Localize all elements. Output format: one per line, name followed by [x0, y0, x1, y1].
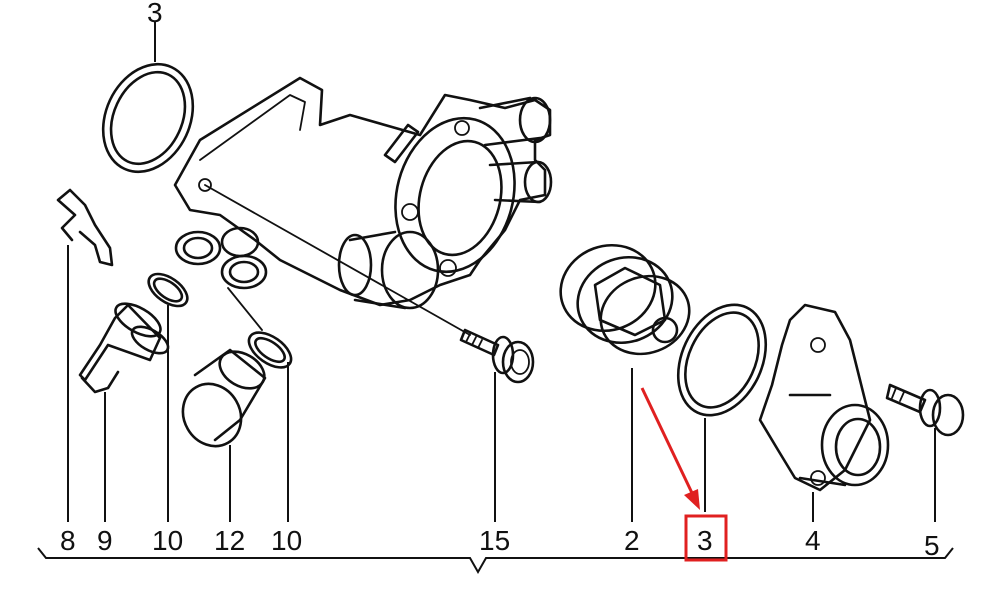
callout-2: 2 [624, 525, 640, 556]
plug-12 [181, 348, 267, 522]
clip-8 [56, 188, 114, 522]
bolt-15 [204, 184, 535, 522]
coolant-housing [173, 76, 553, 310]
o-ring-10-upper [147, 272, 189, 522]
bolt-5 [885, 383, 965, 522]
callout-10-right: 10 [271, 525, 302, 556]
thermostat-2 [559, 243, 691, 522]
o-ring-3 [676, 303, 768, 512]
o-ring-top [101, 22, 195, 174]
callout-12: 12 [214, 525, 245, 556]
callout-9: 9 [97, 525, 113, 556]
outlet-housing-4 [758, 303, 890, 522]
pointer-arrow [640, 387, 700, 510]
callout-15: 15 [479, 525, 510, 556]
callout-top-3: 3 [147, 0, 163, 28]
callout-8: 8 [60, 525, 76, 556]
callout-10-left: 10 [152, 525, 183, 556]
group-brace [37, 547, 954, 575]
highlight-box [684, 514, 728, 562]
callout-4: 4 [805, 525, 821, 556]
o-ring-10-lower [227, 287, 293, 522]
sender-9 [78, 302, 170, 522]
callout-5: 5 [924, 530, 940, 561]
callout-3: 3 [697, 525, 713, 556]
